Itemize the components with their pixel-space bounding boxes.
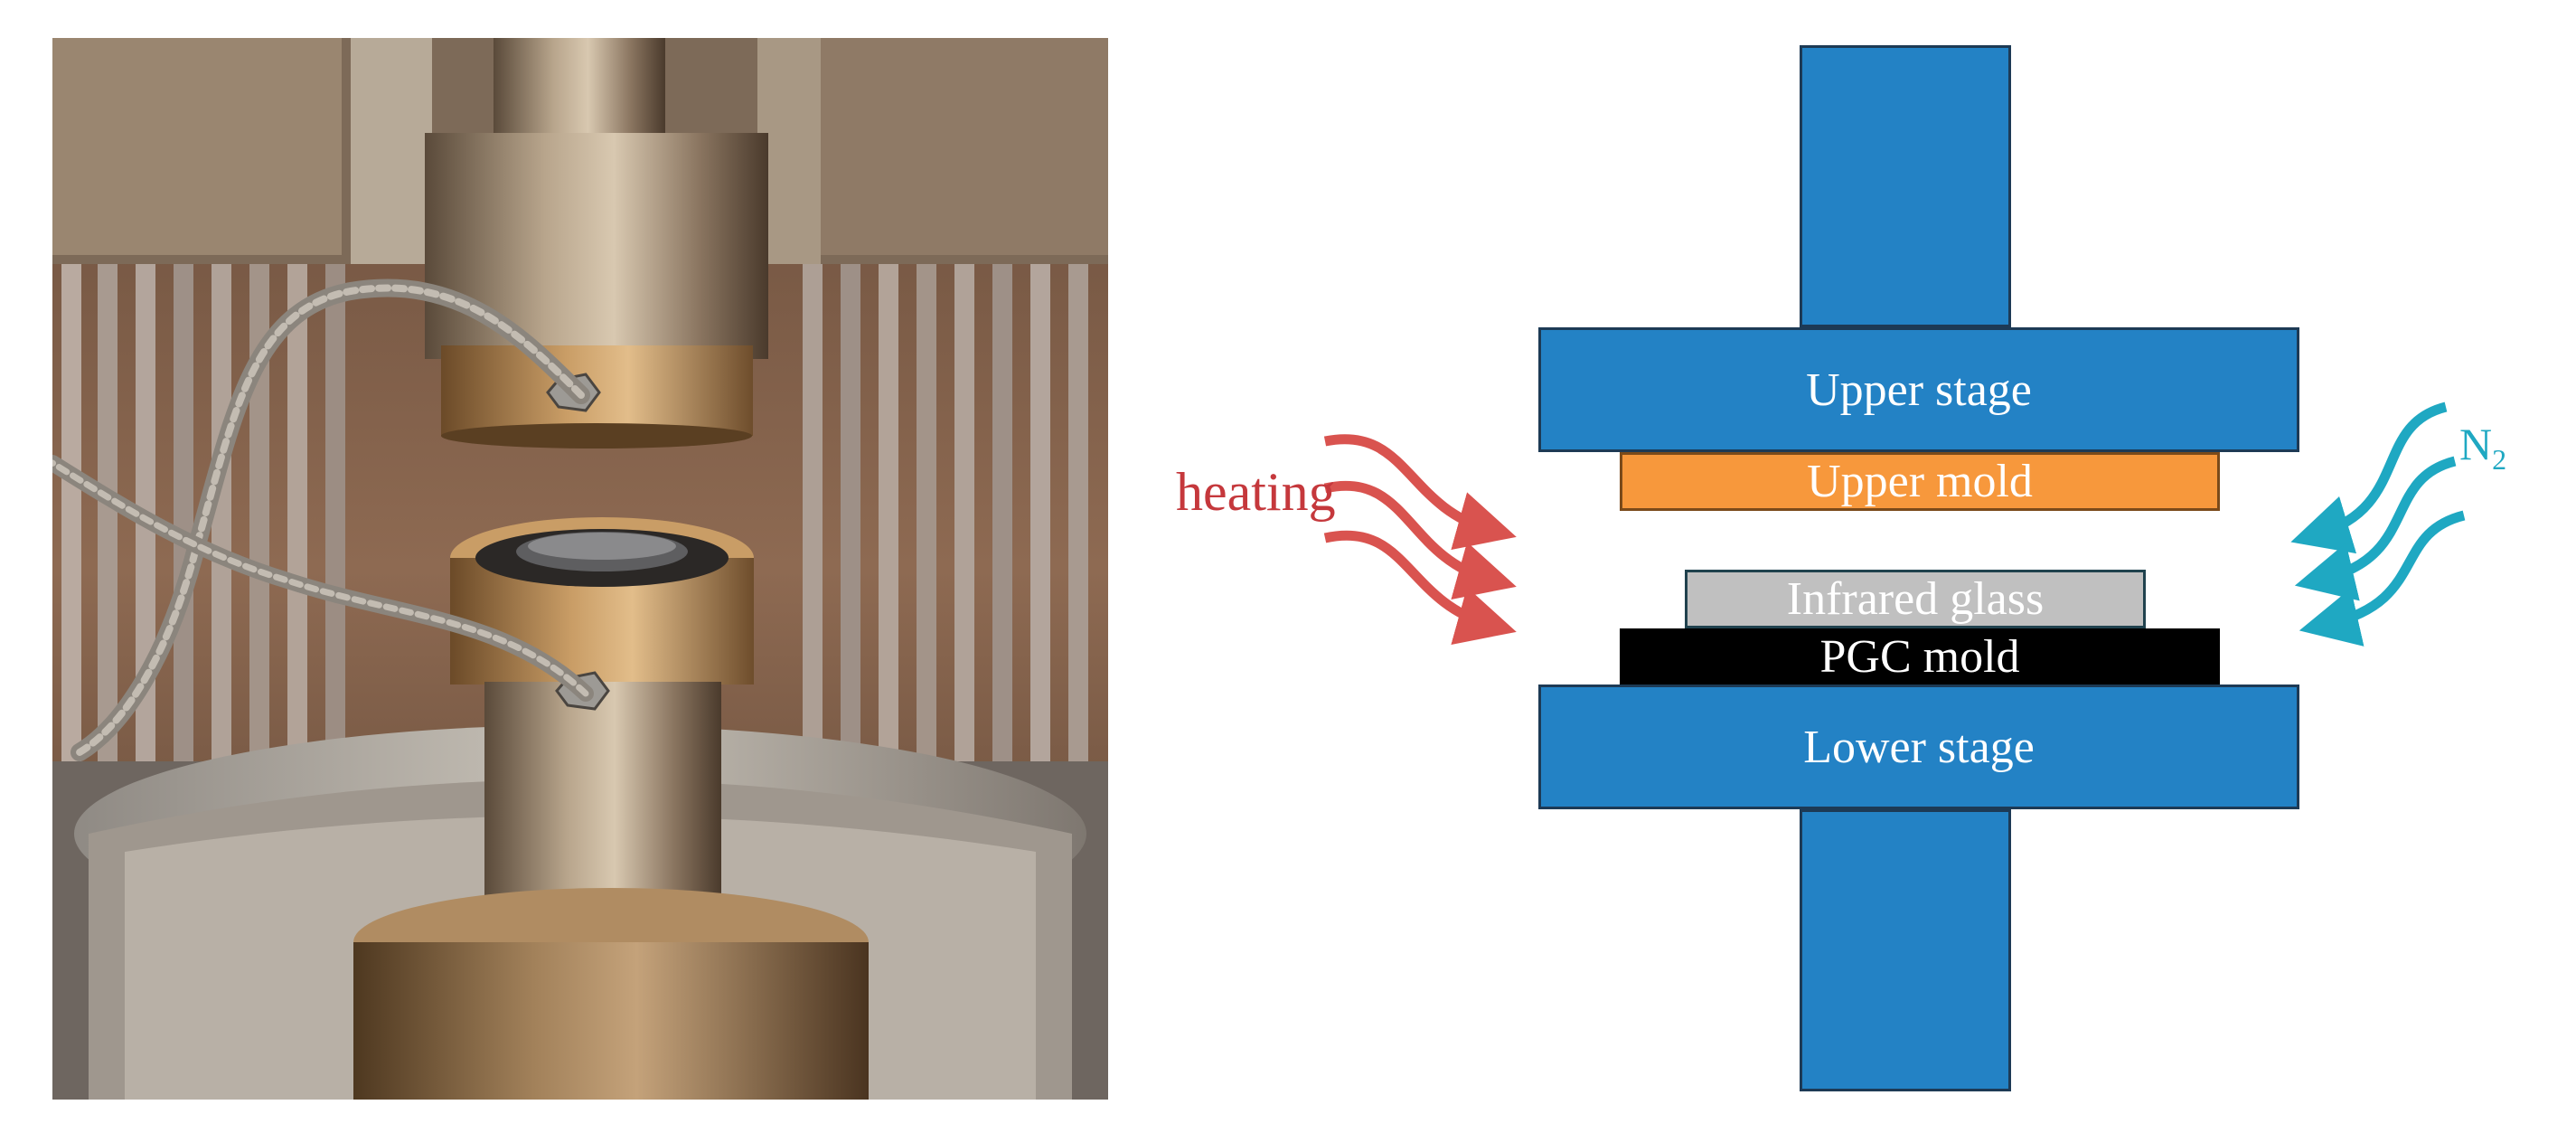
n2-arrow-2	[2294, 456, 2457, 601]
molding-schematic: Upper stage Upper mold Infrared glass PG…	[1108, 0, 2576, 1133]
infrared-glass: Infrared glass	[1685, 570, 2146, 628]
infrared-glass-label: Infrared glass	[1786, 573, 2045, 625]
lower-post	[1800, 809, 2011, 1091]
lower-stage: Lower stage	[1538, 685, 2299, 809]
upper-stage: Upper stage	[1538, 327, 2299, 452]
n2-label: N2	[2459, 418, 2506, 477]
n2-main: N	[2459, 419, 2493, 469]
heating-arrow-2	[1323, 480, 1517, 600]
pgc-mold-label: PGC mold	[1819, 630, 2020, 683]
upper-mold-label: Upper mold	[1807, 456, 2033, 507]
heating-arrow-3	[1323, 530, 1517, 645]
heating-arrow-1	[1323, 434, 1517, 550]
upper-stage-label: Upper stage	[1806, 364, 2032, 416]
upper-mold: Upper mold	[1620, 452, 2220, 511]
n2-arrow-1	[2290, 401, 2448, 554]
apparatus-photo-drawing	[52, 38, 1108, 1100]
flow-arrows	[1323, 401, 2466, 647]
apparatus-photo	[52, 38, 1108, 1100]
heating-label: heating	[1176, 462, 1336, 522]
upper-post	[1800, 45, 2011, 327]
lower-stage-label: Lower stage	[1803, 721, 2035, 773]
n2-arrow-3	[2299, 510, 2466, 647]
pgc-mold: PGC mold	[1620, 628, 2220, 685]
thermocouple-cables	[52, 279, 594, 761]
n2-subscript: 2	[2492, 443, 2507, 476]
